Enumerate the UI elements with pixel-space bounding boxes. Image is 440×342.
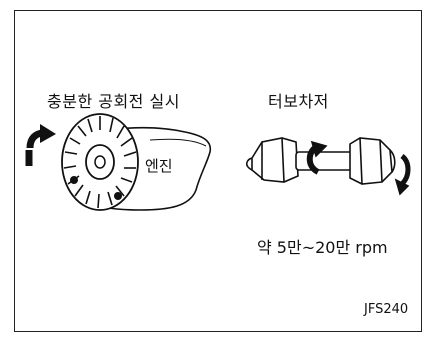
turbocharger-label: 터보차저 — [268, 92, 329, 111]
rotation-arrow-icon — [25, 124, 56, 166]
figure-code: JFS240 — [364, 302, 409, 317]
engine-idle-label: 충분한 공회전 실시 — [47, 92, 180, 111]
engine-label: 엔진 — [145, 157, 173, 175]
rpm-label: 약 5만~20만 rpm — [257, 238, 388, 257]
engine-pulley — [61, 113, 139, 211]
turbocharger-illustration — [245, 137, 411, 196]
